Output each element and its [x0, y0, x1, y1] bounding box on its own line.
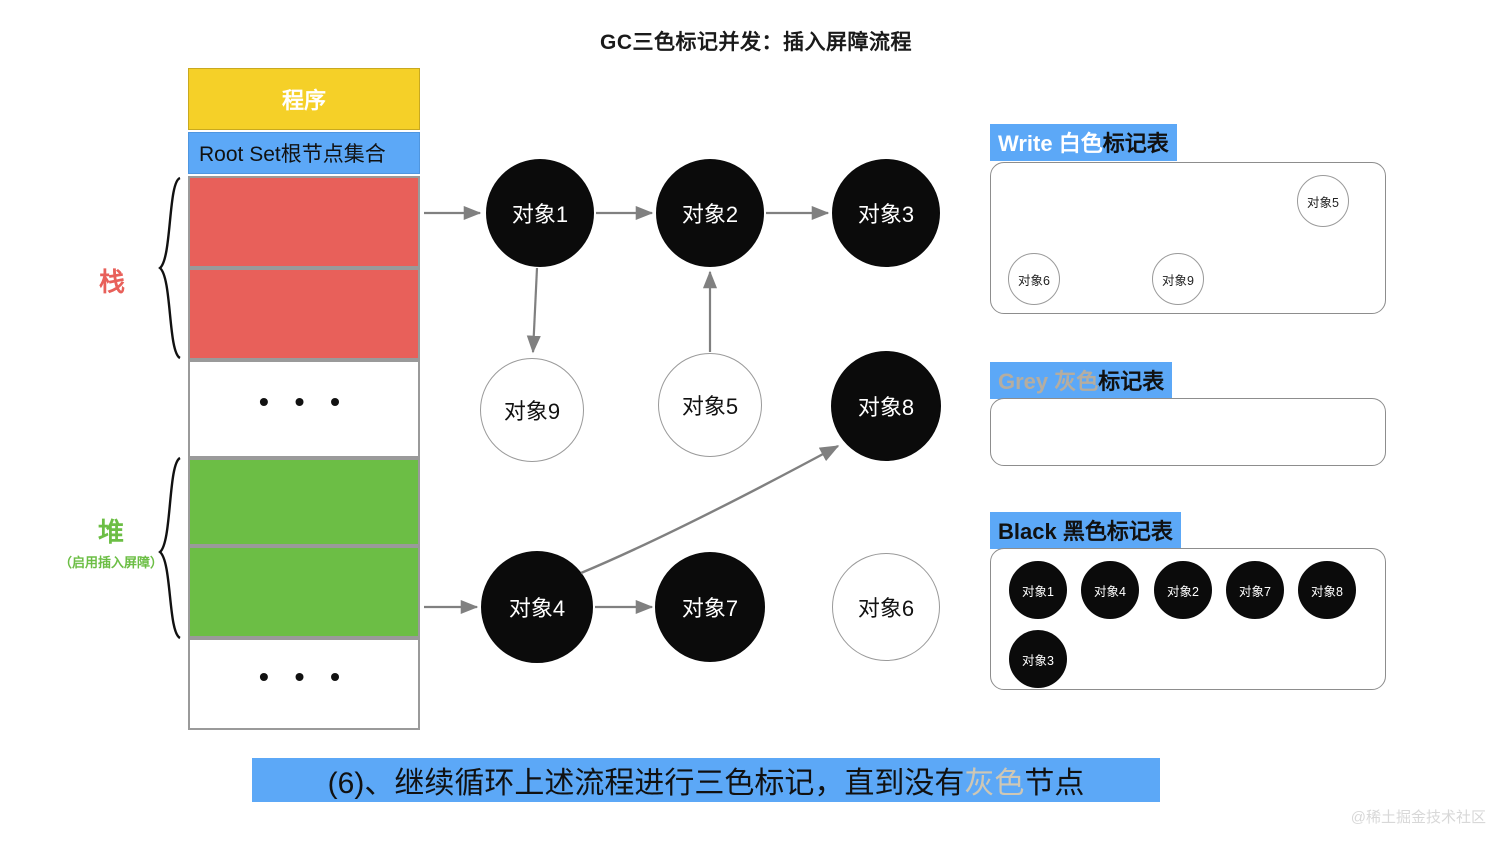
stack-label: 栈 [98, 267, 125, 297]
graph-node-obj1: 对象1 [486, 159, 594, 267]
black-table-title: Black 黑色标记表 [990, 512, 1181, 549]
black-table-item-label: 对象4 [1094, 584, 1126, 599]
heap-cell-1 [188, 458, 420, 546]
grey-table-box [990, 398, 1386, 466]
graph-node-label: 对象5 [681, 394, 739, 419]
edge-obj1-obj9 [526, 267, 541, 354]
black-table-item: 对象4 [1081, 561, 1139, 619]
step-caption: (6)、继续循环上述流程进行三色标记，直到没有灰色节点 [252, 758, 1160, 802]
white-table-item-label: 对象9 [1162, 273, 1194, 288]
black-table-item-label: 对象7 [1239, 584, 1271, 599]
white-table-title: Write 白色标记表 [990, 124, 1177, 161]
watermark: @稀土掘金技术社区 [1350, 809, 1486, 826]
rootset-label: Root Set根节点集合 [199, 143, 386, 166]
white-table-item: 对象5 [1297, 175, 1349, 227]
grey-table-title-suffix: 标记表 [1098, 369, 1165, 394]
heap-sublabel: （启用插入屏障） [58, 555, 163, 570]
black-table-item-label: 对象2 [1167, 584, 1199, 599]
graph-node-obj3: 对象3 [832, 159, 940, 267]
graph-node-label: 对象6 [857, 596, 915, 621]
graph-node-obj6: 对象6 [832, 553, 940, 661]
black-table-title-suffix: 标记表 [1106, 519, 1173, 544]
white-table-title-suffix: 标记表 [1102, 131, 1169, 156]
graph-node-obj4: 对象4 [481, 551, 593, 663]
caption-suffix: 节点 [1024, 767, 1085, 800]
graph-node-label: 对象1 [511, 202, 569, 227]
graph-node-obj7: 对象7 [655, 552, 765, 662]
heap-cell-2 [188, 546, 420, 638]
black-table-item: 对象8 [1298, 561, 1356, 619]
white-table-item-label: 对象5 [1307, 195, 1339, 210]
graph-node-label: 对象4 [508, 596, 566, 621]
black-table-item: 对象7 [1226, 561, 1284, 619]
page-title: GC三色标记并发：插入屏障流程 [600, 31, 912, 54]
heap-label: 堆 [97, 517, 124, 547]
graph-node-obj5: 对象5 [658, 353, 762, 457]
black-table-item: 对象1 [1009, 561, 1067, 619]
stack-brace [158, 176, 181, 360]
white-table-item-label: 对象6 [1018, 273, 1050, 288]
black-table-item-label: 对象1 [1022, 584, 1054, 599]
black-table-item: 对象3 [1009, 630, 1067, 688]
white-table-item: 对象6 [1008, 253, 1060, 305]
graph-node-label: 对象3 [857, 202, 915, 227]
stack-cell-1 [188, 176, 420, 268]
white-table-title-color-word: 白色 [1058, 131, 1103, 156]
black-table-item-label: 对象8 [1311, 584, 1343, 599]
graph-node-label: 对象7 [681, 596, 739, 621]
graph-node-obj8: 对象8 [831, 351, 941, 461]
program-box: 程序 [188, 68, 420, 130]
graph-node-label: 对象2 [681, 202, 739, 227]
graph-node-obj9: 对象9 [480, 358, 584, 462]
caption-highlight: 灰色 [964, 767, 1025, 800]
black-table-title-en: Black [998, 519, 1063, 544]
black-table-item-label: 对象3 [1022, 653, 1054, 668]
heap-cell-ellipsis: • • • [188, 638, 420, 730]
black-table-title-color-word: 黑色 [1062, 519, 1107, 544]
graph-node-label: 对象8 [857, 395, 915, 420]
grey-table-title-en: Grey [998, 369, 1055, 394]
grey-table-title-color-word: 灰色 [1054, 369, 1099, 394]
graph-node-obj2: 对象2 [656, 159, 764, 267]
stack-cell-ellipsis: • • • [188, 360, 420, 458]
black-table-item: 对象2 [1154, 561, 1212, 619]
stack-cell-2 [188, 268, 420, 360]
grey-table-title: Grey 灰色标记表 [990, 362, 1173, 399]
white-table-title-en: Write [998, 131, 1059, 156]
white-table-item: 对象9 [1152, 253, 1204, 305]
caption-prefix: (6)、继续循环上述流程进行三色标记，直到没有 [327, 767, 965, 800]
rootset-box: Root Set根节点集合 [188, 132, 420, 174]
graph-node-label: 对象9 [503, 399, 561, 424]
program-label: 程序 [281, 88, 326, 113]
